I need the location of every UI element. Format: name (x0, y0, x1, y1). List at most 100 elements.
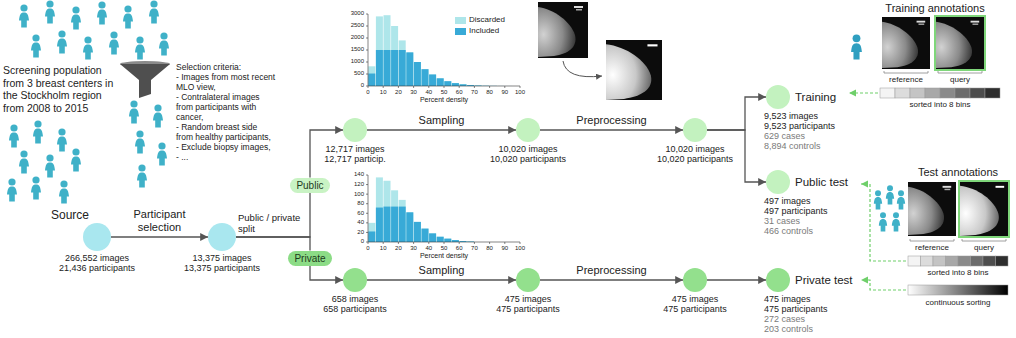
legend-text: Discarded (469, 15, 505, 25)
flow-arrow (310, 266, 343, 281)
step-label: Sampling (419, 264, 465, 277)
flow-arrow (367, 279, 516, 280)
included-bar (406, 52, 413, 86)
stage-circle: Private test475 images475 participants27… (766, 268, 790, 292)
axis-line (444, 86, 445, 88)
annotator-icon (886, 185, 894, 204)
count-text: 21,436 participants (59, 263, 135, 273)
axis-tick: 80 (486, 89, 493, 96)
bracket (884, 71, 982, 73)
axis-tick: 30 (410, 245, 417, 252)
stage-circle: Public test497 images497 participants31 … (766, 170, 790, 194)
axis-line (366, 184, 368, 185)
preprocess-arrow (563, 61, 602, 77)
axis-tick: 70 (471, 245, 478, 252)
split-pill: Public (290, 178, 329, 193)
axis-tick: 2000 (351, 34, 364, 41)
discarded-bar (429, 233, 436, 242)
funnel (120, 64, 170, 98)
flow-arrow (236, 193, 310, 238)
axis-line (520, 242, 521, 244)
included-bar (384, 207, 391, 242)
axis-tick: 50 (441, 245, 448, 252)
discarded-bar (391, 26, 398, 86)
annotator-icon (851, 34, 862, 59)
person-icon (71, 6, 81, 29)
annotation-leader (861, 280, 906, 290)
case-count: 203 controls (764, 324, 813, 334)
axis-line (366, 26, 368, 27)
person-icon (31, 34, 41, 57)
discarded-bar (406, 212, 413, 242)
discarded-bar (414, 62, 421, 86)
axis-line (459, 86, 460, 88)
mammogram (538, 2, 588, 58)
included-bar (422, 69, 429, 86)
axis-tick: 1000 (351, 58, 364, 65)
split-name: Public (296, 179, 323, 192)
axis-line (474, 86, 475, 88)
legend-item: Discarded (455, 15, 505, 25)
axis-tick: 60 (456, 89, 463, 96)
person-icon (31, 176, 41, 199)
flow-arrow (111, 236, 208, 237)
annotator-icon (874, 190, 882, 209)
axis-tick: 40 (425, 89, 432, 96)
case-count: 272 cases (764, 314, 805, 324)
axis-line (504, 242, 505, 244)
bin (925, 88, 940, 98)
discarded-bar (444, 239, 451, 242)
count-text: 13,375 images (192, 253, 251, 263)
bar-series (368, 177, 474, 242)
split-name: Private (294, 252, 325, 265)
legend-text: Included (469, 26, 499, 36)
person-icon (97, 1, 107, 24)
flow-arrow (367, 129, 516, 130)
included-bar (399, 207, 406, 242)
stage-circle: 13,375 images13,375 participants (208, 223, 236, 251)
legend-swatch (455, 28, 466, 35)
person-icon (123, 5, 133, 28)
person-icon (71, 148, 81, 171)
bin (985, 88, 1000, 98)
discarded-bar (452, 83, 459, 86)
axis-line (368, 86, 369, 88)
criteria-line: - Contralateral images from participants… (176, 92, 276, 122)
bar-series (368, 15, 512, 86)
included-bar (429, 233, 436, 242)
person-icon (7, 178, 17, 201)
count-text: 12,717 images (325, 144, 384, 154)
discarded-bar (399, 40, 406, 86)
axis-tick: 10 (380, 89, 387, 96)
axis-tick: 60 (357, 210, 364, 217)
count-text: 10,020 participants (657, 154, 733, 164)
axis-line (474, 242, 475, 244)
axis-line (504, 86, 505, 88)
axis-tick: 60 (456, 245, 463, 252)
scale-note: sorted into 8 bins (928, 268, 989, 278)
discarded-bar (444, 81, 451, 86)
query-frame (935, 16, 985, 70)
bin (933, 256, 946, 266)
bar-series (368, 50, 512, 86)
person-icon (135, 130, 145, 153)
bin (955, 88, 970, 98)
mammogram (908, 182, 956, 236)
axis-tick: 80 (357, 200, 364, 207)
stage-circle: 658 images658 participants (343, 268, 367, 292)
included-bar (452, 83, 459, 86)
included-bar (391, 207, 398, 242)
axis-tick: 20 (395, 245, 402, 252)
axis-line (520, 86, 521, 88)
included-bar (444, 239, 451, 242)
set-name: Private test (795, 273, 853, 287)
axis-line (366, 203, 368, 204)
count-text: 9,523 images (764, 111, 818, 121)
axis-line (398, 86, 399, 88)
histogram-public (366, 14, 520, 88)
axis-tick: 70 (471, 89, 478, 96)
bin (910, 88, 925, 98)
step-label: Participant selection (123, 208, 197, 234)
stage-circle: 10,020 images10,020 participants (683, 118, 707, 142)
